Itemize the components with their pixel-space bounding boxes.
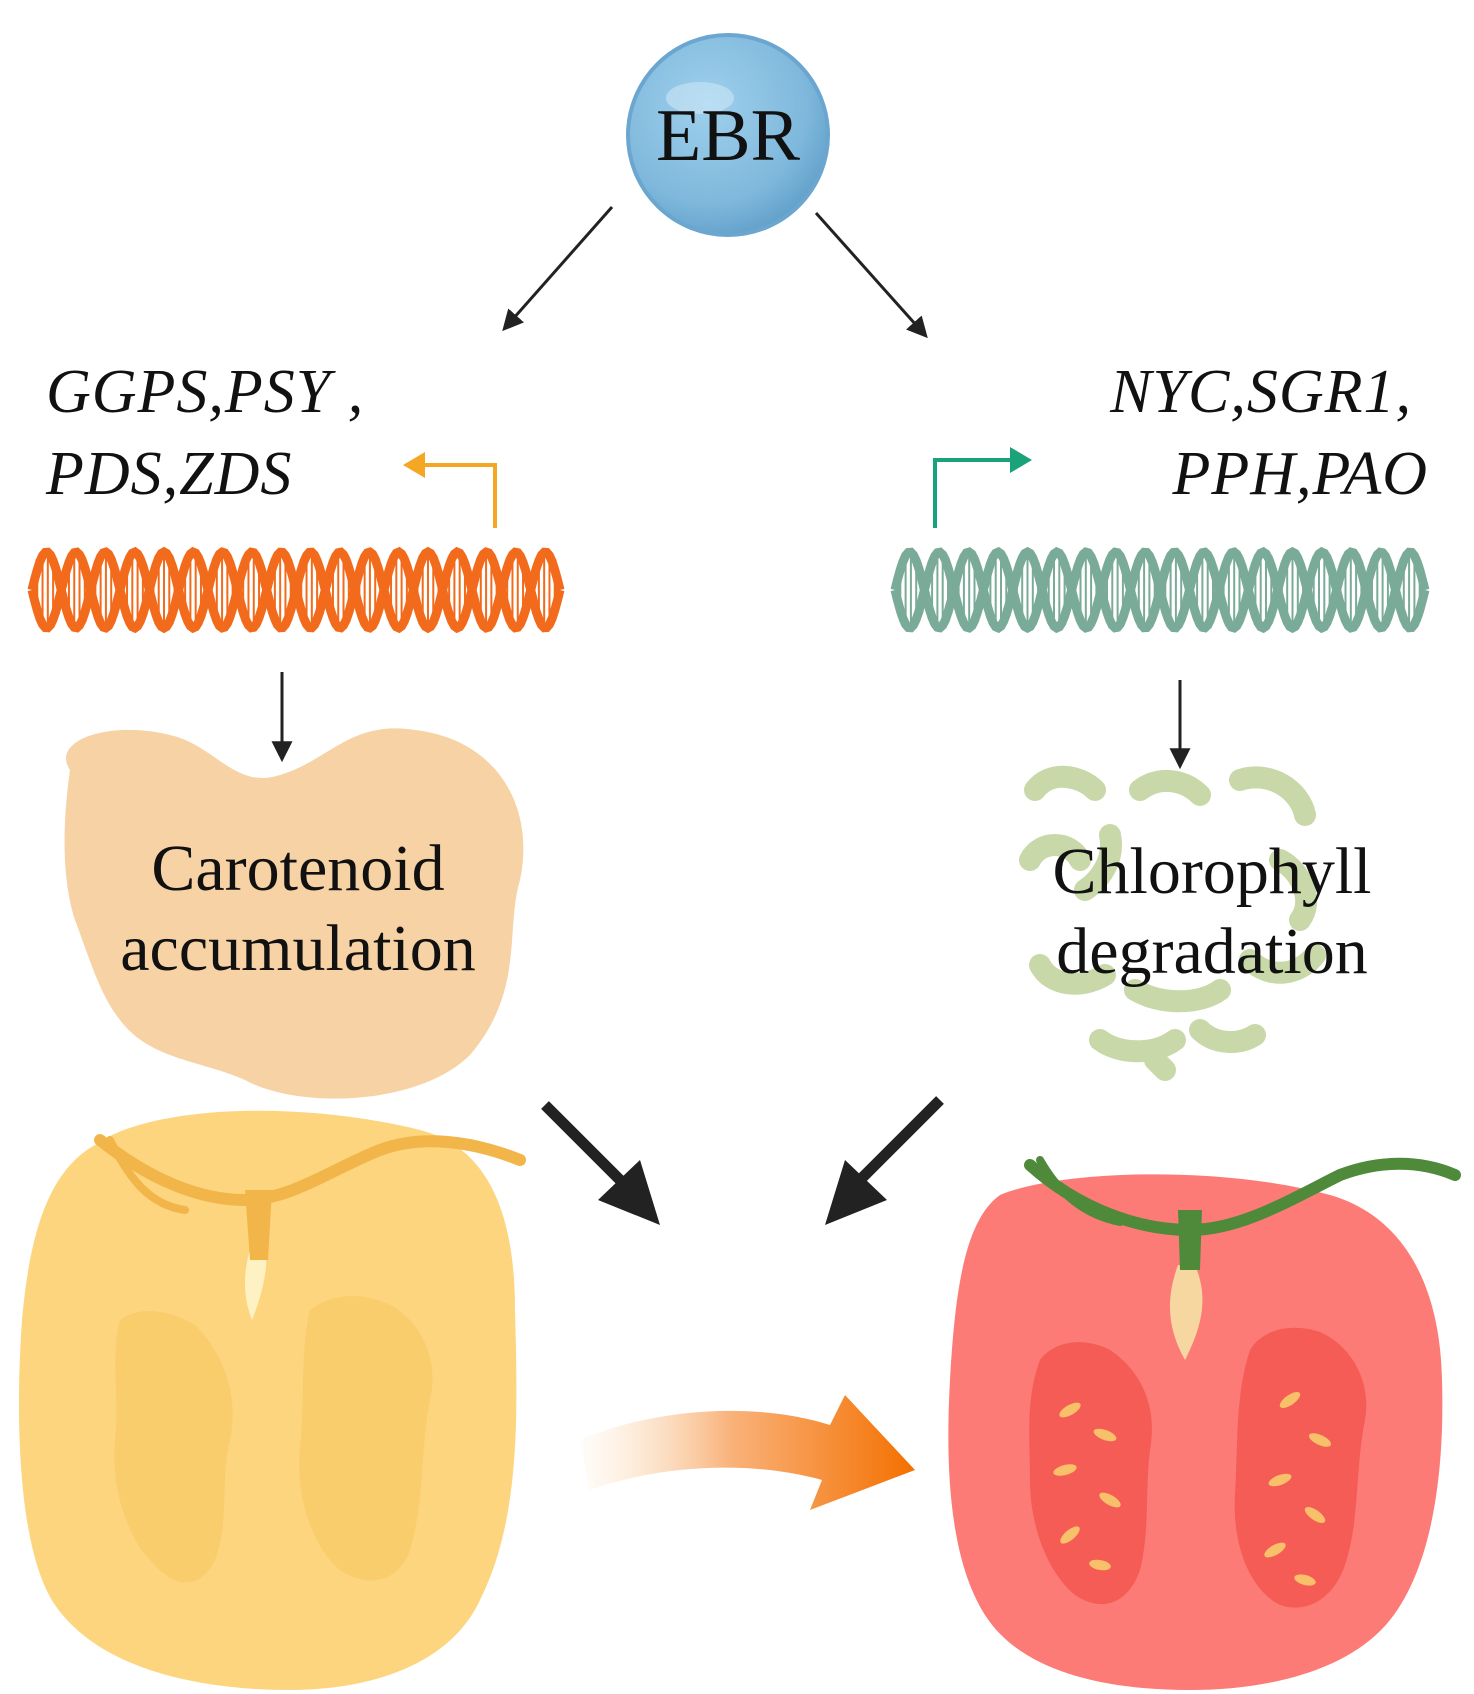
left-promoter-arrow	[403, 452, 497, 528]
left-genes-line1: GGPS,PSY ,	[46, 358, 364, 426]
ripening-arrow	[580, 1395, 915, 1510]
arrow-carotenoid-to-ripening	[541, 1101, 660, 1225]
right-genes-line1: NYC,SGR1,	[1109, 358, 1412, 426]
right-promoter-arrow	[933, 447, 1032, 528]
right-process-line2: degradation	[1056, 915, 1368, 988]
chlorophyll-fragments	[1019, 765, 1326, 1081]
ebr-label: EBR	[656, 95, 801, 177]
arrow-ebr-to-right	[814, 212, 928, 339]
arrow-chlorophyll-to-ripening	[825, 1096, 944, 1225]
right-process-line1: Chlorophyll	[1052, 835, 1371, 908]
arrow-ebr-to-left	[502, 206, 614, 332]
left-process-line1: Carotenoid	[151, 832, 444, 905]
left-process-line2: accumulation	[120, 912, 476, 985]
unripe-yellow-tomato	[18, 1110, 526, 1690]
right-gene-labels: NYC,SGR1, PPH,PAO	[1109, 358, 1428, 508]
left-dna-helix	[27, 546, 565, 634]
red-tomato-seeds	[1053, 1391, 1332, 1586]
ebr-node: EBR	[626, 33, 830, 237]
left-genes-line2: PDS,ZDS	[45, 440, 292, 508]
carotenoid-blob	[64, 728, 524, 1099]
left-gene-labels: GGPS,PSY , PDS,ZDS	[45, 358, 364, 508]
right-genes-line2: PPH,PAO	[1171, 440, 1428, 508]
right-dna-helix	[890, 546, 1430, 634]
ripe-red-tomato	[948, 1156, 1461, 1690]
